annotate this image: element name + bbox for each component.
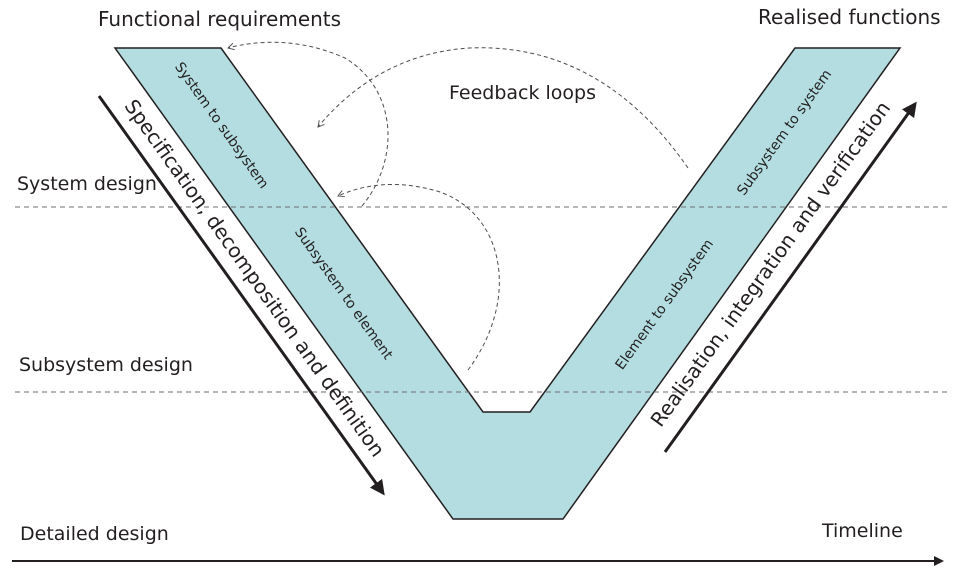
specification-arrow bbox=[97, 95, 385, 496]
detailed-design-label: Detailed design bbox=[20, 523, 169, 545]
subsystem-design-label: Subsystem design bbox=[19, 354, 193, 376]
system-design-label: System design bbox=[17, 173, 157, 195]
feedback-loop-long bbox=[317, 47, 689, 169]
timeline-label: Timeline bbox=[821, 520, 903, 542]
realised-functions-label: Realised functions bbox=[758, 5, 941, 29]
feedback-loop-bottom bbox=[337, 183, 500, 371]
functional-requirements-label: Functional requirements bbox=[98, 7, 341, 31]
realisation-arrow bbox=[663, 101, 917, 453]
v-model-shape bbox=[113, 47, 902, 520]
feedback-loop-top bbox=[227, 41, 389, 207]
feedback-loops-label: Feedback loops bbox=[449, 82, 596, 104]
